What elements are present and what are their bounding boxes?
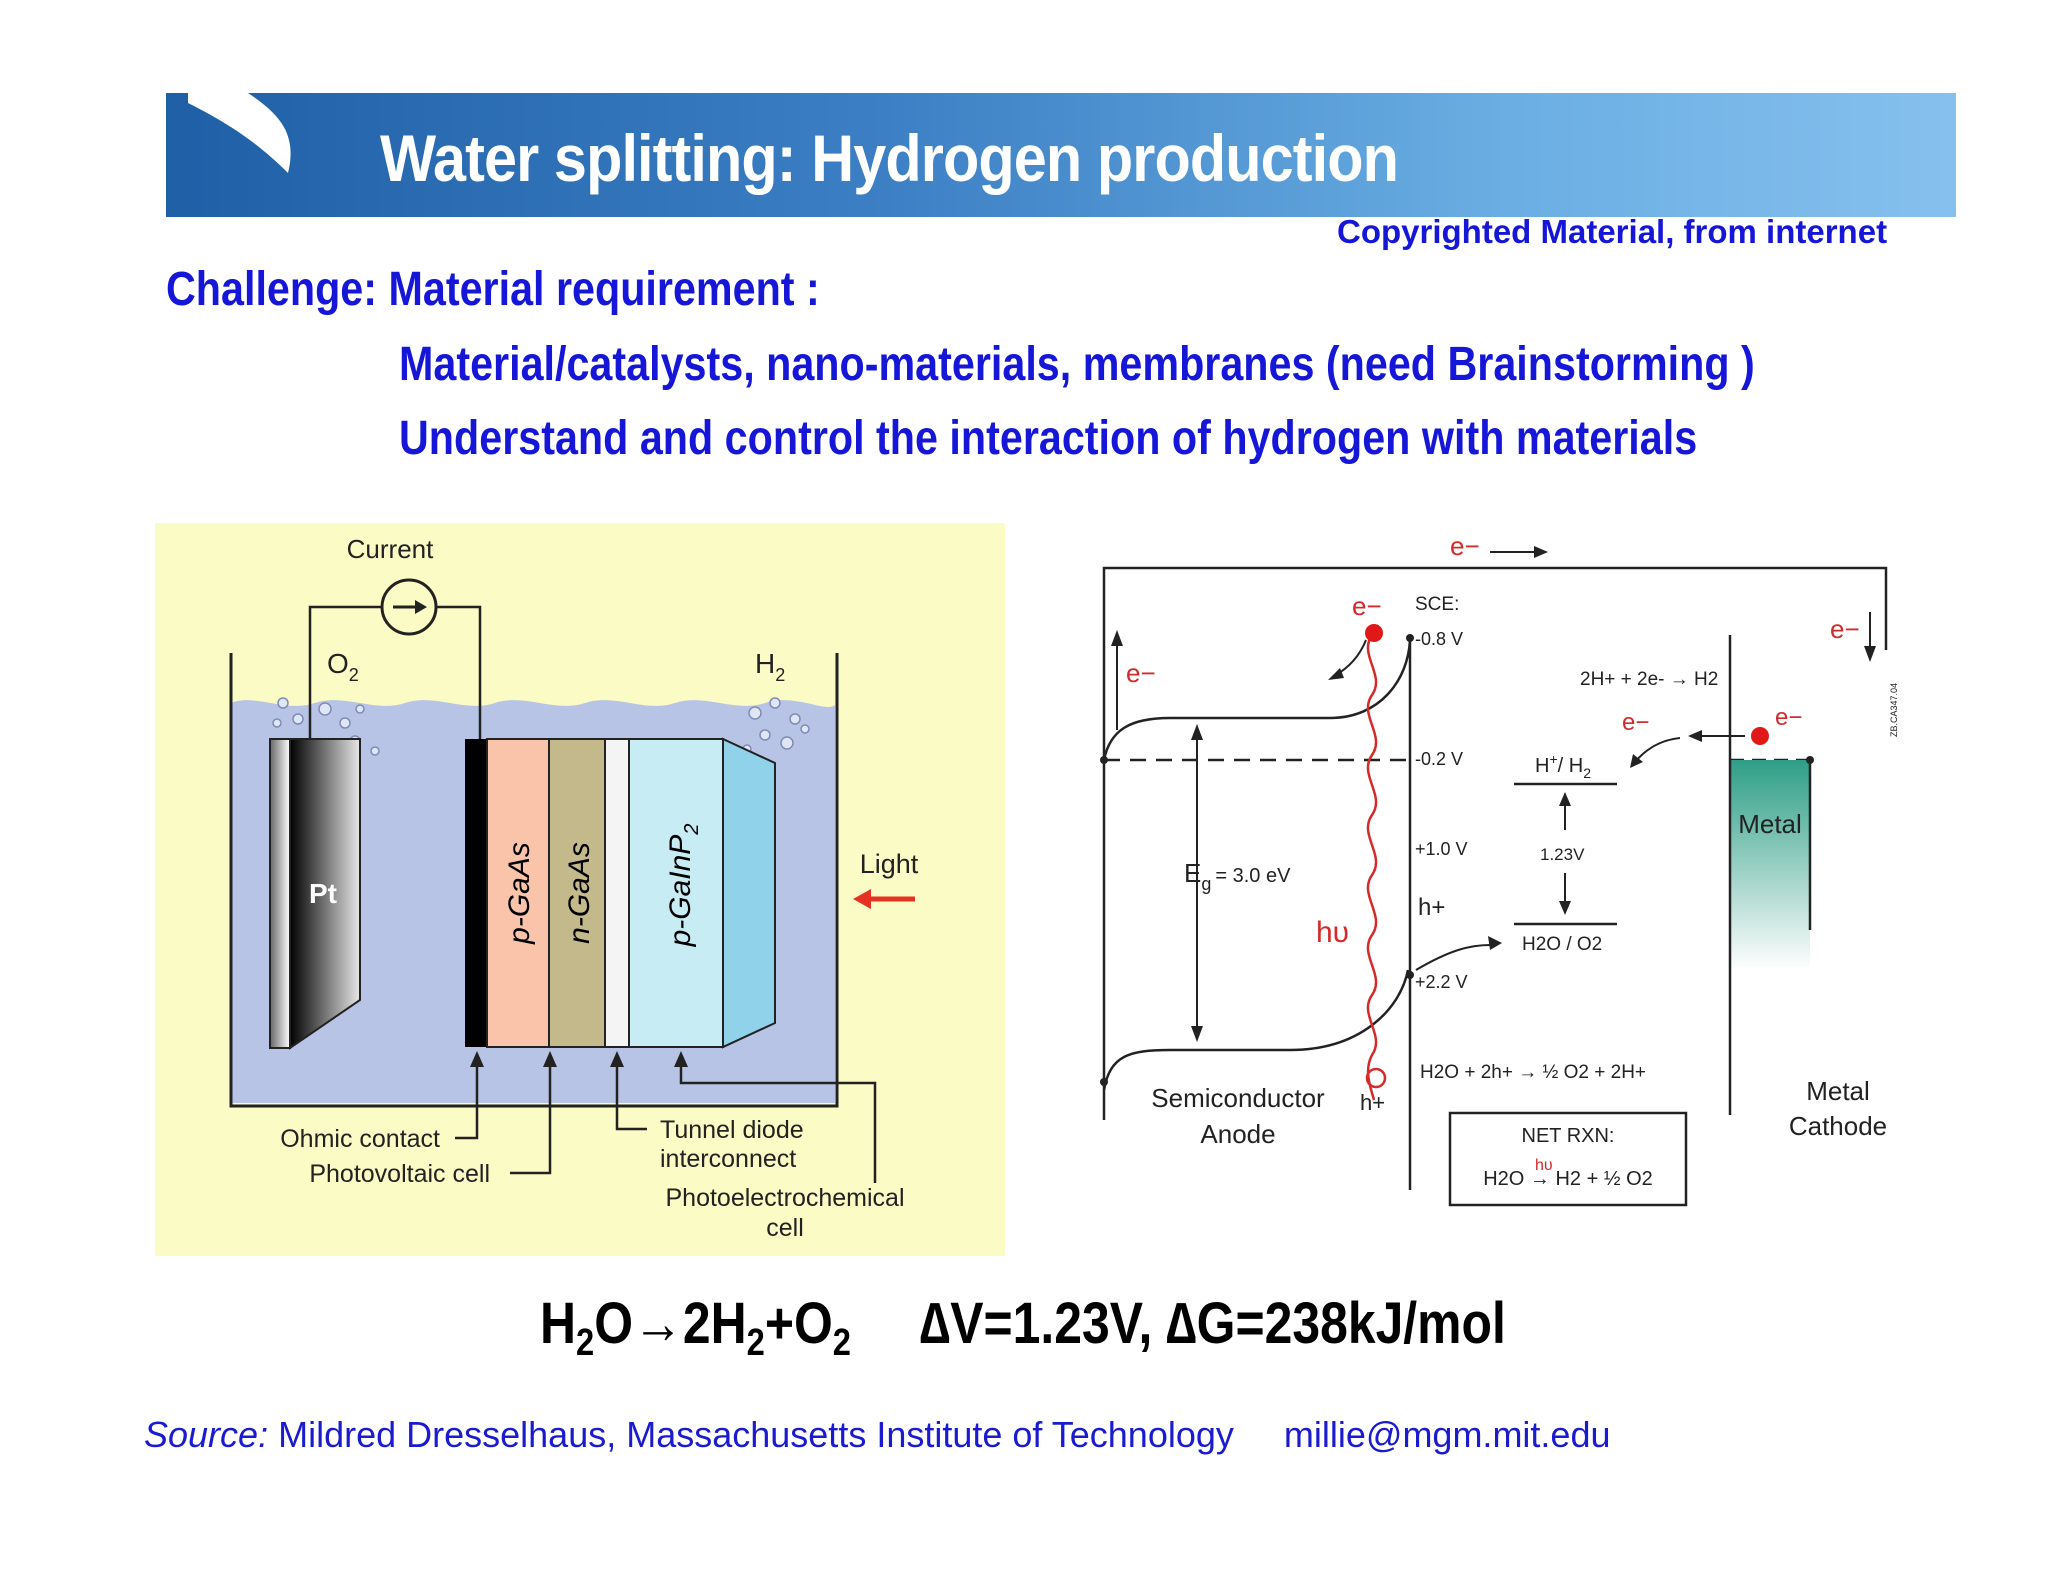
v123-label: 1.23V [1540, 845, 1585, 864]
v-minus-08-label: -0.8 V [1415, 629, 1463, 649]
v-plus-22-label: +2.2 V [1415, 972, 1468, 992]
water-splitting-equation: H2O→2H2+O2∆V=1.23V, ∆G=238kJ/mol [540, 1291, 1506, 1364]
layer-p-gainp2-label: p-GaInP2 [664, 824, 703, 948]
bullet-materials: Material/catalysts, nano-materials, memb… [399, 338, 1755, 391]
h2o-o2-label: H2O / O2 [1522, 934, 1602, 955]
layer-n-gaas-label: n-GaAs [563, 842, 596, 944]
logo-swoosh-icon [188, 93, 291, 173]
net-rxn-hv: hυ [1535, 1157, 1553, 1174]
conduction-band [1102, 639, 1412, 1190]
thermo-values: ∆V=1.23V, ∆G=238kJ/mol [919, 1291, 1506, 1356]
light-label: Light [860, 849, 919, 879]
e-minus-top-label: e− [1450, 531, 1480, 561]
pt-label: Pt [309, 878, 337, 909]
v-minus-02-label: -0.2 V [1415, 749, 1463, 769]
electron-dot [1365, 624, 1383, 642]
v-plus-10-label: +1.0 V [1415, 839, 1468, 859]
interconnect-label: interconnect [660, 1145, 796, 1173]
h-plus-h2-label: H+/ H2 [1535, 751, 1591, 781]
tunnel-diode-label: Tunnel diode [660, 1116, 804, 1144]
photovoltaic-cell-label: Photovoltaic cell [309, 1160, 490, 1188]
e-minus-anode-label: e− [1352, 591, 1382, 621]
layer-p-gaas-label: p-GaAs [503, 842, 536, 945]
h-plus-hole-label: h+ [1360, 1090, 1385, 1115]
e-minus-left-label: e− [1126, 658, 1156, 688]
e-minus-right-label: e− [1830, 614, 1860, 644]
photon-wave [1366, 634, 1378, 1101]
pec-cell-label: cell [766, 1214, 804, 1242]
ohmic-contact-label: Ohmic contact [280, 1125, 440, 1153]
anode-reaction-label: H2O + 2h+ → ½ O2 + 2H+ [1420, 1062, 1646, 1083]
source-citation: Source: Mildred Dresselhaus, Massachuset… [144, 1414, 1611, 1455]
e-minus-electrolyte-label: e− [1622, 709, 1649, 736]
bullet-interaction: Understand and control the interaction o… [399, 412, 1698, 465]
sce-label: SCE: [1415, 594, 1459, 615]
o2-label: O2 [327, 648, 359, 685]
metal-label: Metal [1738, 809, 1802, 839]
band-diagram-figure: e− e− e− SCE: -0.8 V -0.2 V +1.0 V +2.2 … [1100, 531, 1899, 1207]
current-label: Current [347, 534, 434, 564]
h-plus-label: h+ [1418, 894, 1445, 921]
semiconductor-label: Semiconductor [1151, 1083, 1325, 1113]
copyright-note: Copyrighted Material, from internet [1337, 213, 1888, 250]
figure-code-label: ZB.CA347.04 [1889, 683, 1899, 737]
net-rxn-equation: H2O → H2 + ½ O2 [1483, 1168, 1653, 1190]
hv-label: hυ [1316, 916, 1349, 949]
net-rxn-box [1448, 1111, 1688, 1207]
challenge-heading: Challenge: Material requirement : [166, 263, 820, 316]
valence-band [1102, 969, 1410, 1091]
net-rxn-label: NET RXN: [1522, 1125, 1615, 1147]
h2-label: H2 [755, 648, 785, 685]
metal-electron-dot [1751, 727, 1769, 745]
hole-icon [1365, 1067, 1387, 1089]
slide-title: Water splitting: Hydrogen production [380, 121, 1399, 195]
eg-label: Eg= 3.0 eV [1184, 858, 1291, 894]
pec-cell-figure: Pt p-GaAs n-GaAs p-GaInP2 Current O2 H2 … [155, 523, 1005, 1256]
anode-label: Anode [1200, 1119, 1275, 1149]
source-email[interactable]: millie@mgm.mit.edu [1283, 1414, 1611, 1455]
metal-cathode-label-1: Metal [1806, 1076, 1870, 1106]
e-minus-metal-label: e− [1775, 704, 1802, 731]
cathode-reaction-label: 2H+ + 2e- → H2 [1580, 669, 1718, 690]
light-arrow-icon [853, 889, 871, 909]
title-bar [166, 93, 1956, 217]
pec-label: Photoelectrochemical [665, 1184, 904, 1212]
metal-cathode-label-2: Cathode [1789, 1111, 1887, 1141]
